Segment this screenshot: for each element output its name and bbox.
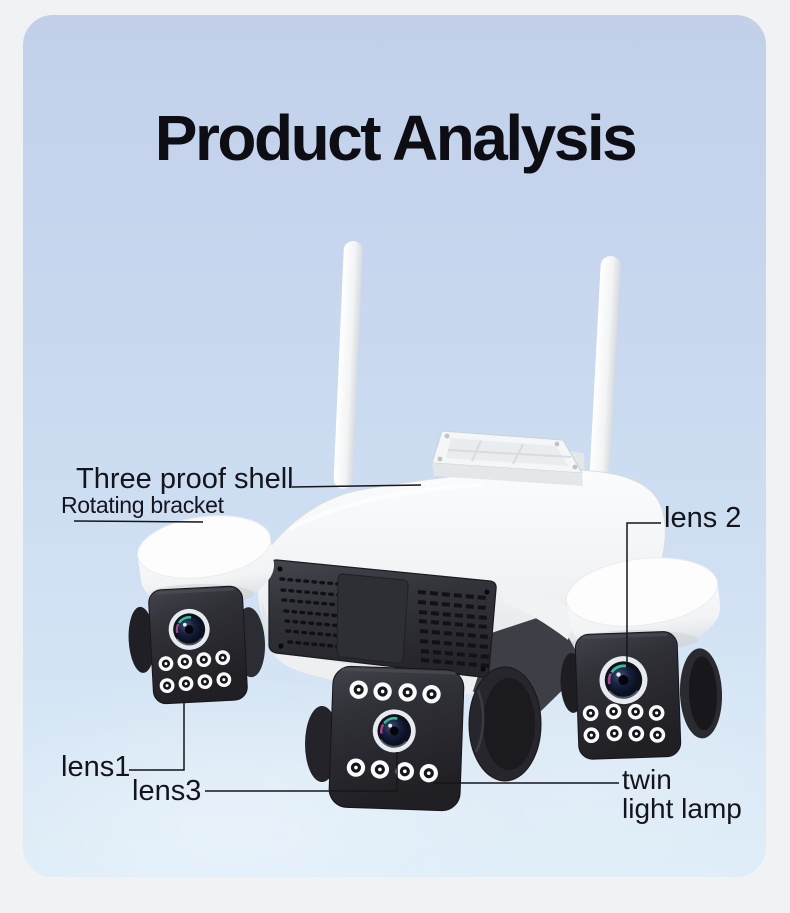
pod-center [328,665,465,812]
panel-screws [277,566,490,672]
mounting-bracket [431,430,583,486]
pod-left [128,585,266,705]
page-title: Product Analysis [154,102,638,174]
line-lens2 [626,522,661,667]
label-lens-3: lens3 [132,775,202,807]
line-lens3 [205,752,398,792]
pod-left-dome [137,515,274,609]
label-twin-light-lamp-line2: light lamp [622,793,742,824]
label-lens-2: lens 2 [664,502,742,534]
antenna-left [333,241,363,489]
line-three-proof-shell [291,484,422,488]
label-twin-light-lamp-line1: twin [622,764,672,795]
label-three-proof-shell: Three proof shell [76,463,294,495]
label-rotating-bracket: Rotating bracket [61,492,224,518]
pod-right [560,631,723,760]
right-pod-arm [502,585,575,640]
line-rotating-bracket [73,520,204,523]
line-lens1 [129,701,185,771]
front-panel [268,559,497,678]
label-lens-1: lens1 [61,751,131,783]
callout-lines [73,484,661,792]
label-twin-light-lamp: twin light lamp [622,765,742,823]
pod-right-dome [565,557,721,655]
panel-recess [336,573,409,664]
center-pod-wheel-right [468,666,542,782]
